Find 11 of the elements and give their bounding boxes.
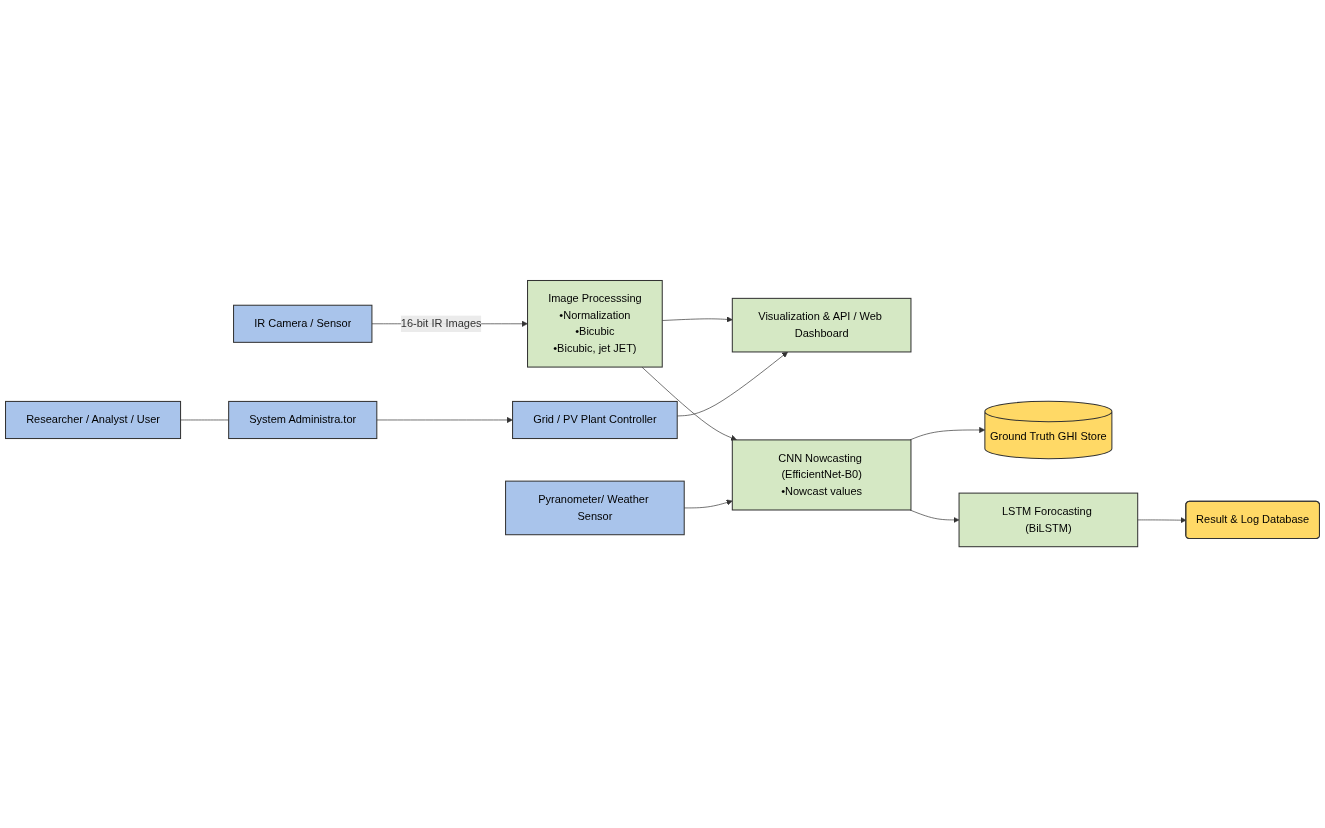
node-box: System Administra.tor bbox=[228, 401, 378, 440]
node-box: Visualization & API / Web Dashboard bbox=[731, 298, 912, 353]
node-box: CNN Nowcasting (EfficientNet-B0) •Nowcast values bbox=[731, 439, 912, 511]
node-box: Pyranometer/ Weather Sensor bbox=[505, 481, 685, 536]
node-box: Researcher / Analyst / User bbox=[5, 401, 182, 440]
node-box: IR Camera / Sensor bbox=[233, 305, 373, 344]
node-box: LSTM Forocasting (BiLSTM) bbox=[958, 493, 1139, 548]
connector bbox=[180, 420, 229, 421]
edge-label: 16-bit IR Images bbox=[400, 317, 482, 330]
node-box: Grid / PV Plant Controller bbox=[512, 401, 678, 440]
node-box: Image Processsing •Normalization •Bicubic •Bicubic, jet JET) bbox=[527, 280, 663, 368]
